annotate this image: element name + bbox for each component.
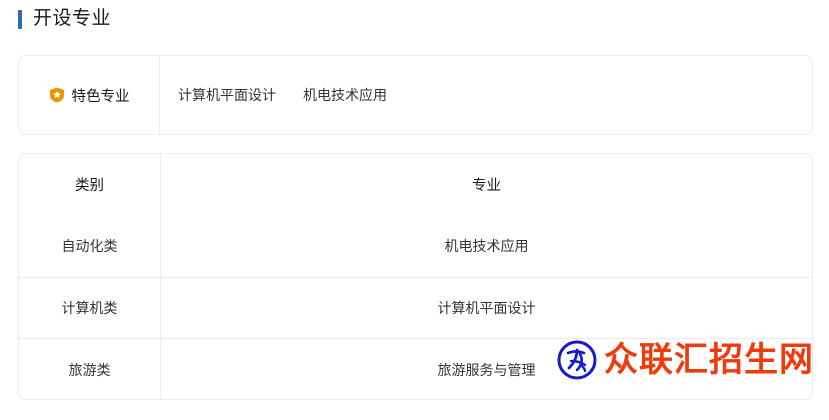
column-header-major: 专业	[472, 178, 501, 195]
cell-category: 计算机类	[19, 276, 161, 339]
majors-table-card: 类别 专业 自动化类 机电技术应用 计算机类 计算机平面设计 旅游类 旅游服务与…	[18, 153, 813, 400]
title-accent-bar	[18, 9, 22, 29]
cell-major: 计算机平面设计	[160, 276, 812, 339]
section-title-text: 开设专业	[33, 8, 112, 29]
table-row: 旅游类 旅游服务与管理	[19, 338, 812, 399]
shield-star-icon	[49, 87, 65, 103]
feature-label-text: 特色专业	[71, 88, 130, 105]
table-row: 自动化类 机电技术应用	[19, 215, 812, 277]
cell-major: 旅游服务与管理	[160, 338, 812, 399]
table-body: 自动化类 机电技术应用 计算机类 计算机平面设计 旅游类 旅游服务与管理	[19, 215, 812, 399]
table-row: 计算机类 计算机平面设计	[19, 276, 812, 339]
table-header: 类别 专业	[19, 154, 812, 216]
feature-major-item: 计算机平面设计	[178, 87, 276, 103]
feature-major-item: 机电技术应用	[303, 87, 387, 103]
cell-category: 自动化类	[19, 215, 161, 277]
column-header-category: 类别	[19, 154, 161, 216]
page-title: 开设专业	[18, 5, 111, 33]
feature-majors-card: 特色专业 计算机平面设计 机电技术应用	[18, 55, 813, 135]
majors-table: 类别 专业 自动化类 机电技术应用 计算机类 计算机平面设计 旅游类 旅游服务与…	[19, 154, 812, 399]
table-header-row: 类别 专业	[19, 154, 812, 216]
cell-category: 旅游类	[19, 338, 161, 399]
feature-label-group: 特色专业	[49, 85, 130, 106]
feature-label-cell: 特色专业	[19, 56, 160, 134]
feature-majors-list: 计算机平面设计 机电技术应用	[160, 56, 812, 134]
cell-major: 机电技术应用	[444, 238, 529, 254]
